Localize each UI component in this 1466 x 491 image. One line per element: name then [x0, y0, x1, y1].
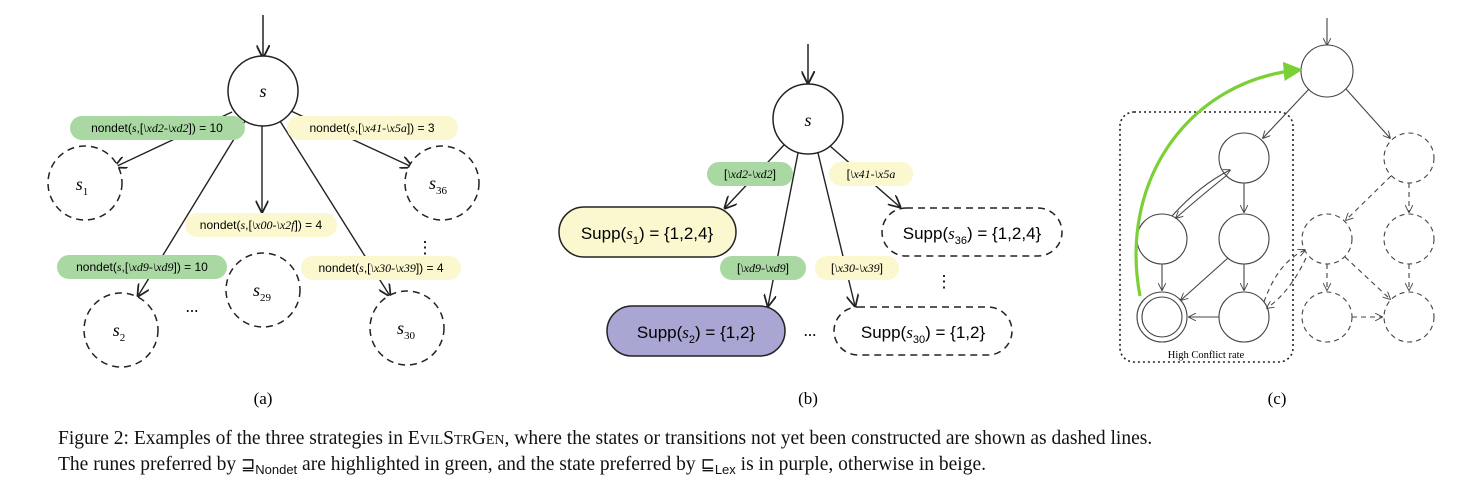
state-c-d2	[1301, 213, 1353, 265]
ellipsis-a-v: ⋮	[417, 238, 434, 257]
state-a-s30-label: s30	[397, 318, 416, 342]
transition-a-4: nondet(s,[\xd9-\xd9]) = 10	[76, 260, 208, 274]
state-a-s1	[47, 145, 123, 221]
edge-b-s30	[817, 152, 855, 306]
root-state-b	[772, 83, 844, 155]
edge-c-d1-d2	[1346, 175, 1392, 220]
root-state-a-label: s	[259, 81, 266, 101]
lex-order-symbol: ⊑	[700, 455, 715, 475]
state-c-d4	[1301, 291, 1353, 343]
supp-s2: Supp(s2) = {1,2}	[637, 323, 755, 346]
transition-a-2: nondet(s,[\x41-\x5a]) = 3	[309, 121, 434, 135]
state-a-s29-label: s29	[253, 280, 272, 304]
supp-s1-box	[558, 206, 737, 258]
state-c-2	[1136, 213, 1188, 265]
panel-a-label: (a)	[254, 389, 273, 408]
state-a-s2	[83, 292, 159, 368]
edge-label-b-1: [\xd2-\xd2]	[724, 167, 776, 181]
caption-line-1: Figure 2: Examples of the three strategi…	[58, 428, 1153, 449]
green-backjump-arrow	[1134, 61, 1303, 297]
transition-a-1-bg	[70, 116, 245, 140]
state-c-3	[1218, 213, 1270, 265]
edge-c-4-d2	[1263, 250, 1305, 303]
figure-caption: Figure 2: Examples of the three strategi…	[58, 426, 1458, 479]
edge-c-2-1	[1171, 170, 1230, 217]
state-c-d5	[1383, 291, 1435, 343]
panel-b: s [\xd2-\xd2] [\x41-\x5a [\xd9-\xd9] [\x…	[558, 44, 1063, 408]
state-c-accept	[1136, 291, 1188, 343]
edge-c-root-d1	[1345, 88, 1390, 138]
panel-c-label: (c)	[1268, 389, 1287, 408]
state-a-s2-label: s2	[113, 320, 126, 344]
transition-a-5-bg	[301, 256, 461, 280]
state-a-s30	[369, 290, 445, 366]
transition-a-1: nondet(s,[\xd2-\xd2]) = 10	[91, 121, 223, 135]
ellipsis-b-h: ...	[804, 321, 817, 340]
panel-c: High Conflict rate	[1119, 18, 1435, 408]
transition-a-4-bg	[57, 255, 227, 279]
panel-a: s s1 s36 s29 s2 s30 nondet(s,[\xd2-\xd2]…	[47, 15, 480, 408]
state-a-s29	[225, 252, 301, 328]
transition-a-5: nondet(s,[\x30-\x39]) = 4	[318, 261, 443, 275]
edge-label-b-2-bg	[829, 162, 913, 186]
transition-a-3: nondet(s,[\x00-\x2f]) = 4	[200, 218, 323, 232]
edge-label-b-2: [\x41-\x5a	[847, 167, 896, 181]
edge-c-d2-d5	[1344, 256, 1390, 299]
ellipsis-b-v: ⋮	[936, 272, 953, 291]
edge-c-root-1	[1263, 88, 1310, 138]
transition-a-2-bg	[287, 116, 458, 140]
root-state-a	[227, 55, 299, 127]
state-c-d1	[1383, 132, 1435, 184]
supp-s36: Supp(s36) = {1,2,4}	[903, 224, 1042, 247]
tool-name: EvilStrGen	[407, 428, 505, 449]
supp-s2-box	[606, 305, 786, 357]
state-a-s1-label: s1	[76, 174, 89, 198]
state-c-d3	[1383, 213, 1435, 265]
state-c-accept-inner	[1141, 296, 1183, 338]
edge-label-b-1-bg	[707, 162, 793, 186]
edge-label-b-3-bg	[720, 256, 806, 280]
ellipsis-a-h: ...	[186, 297, 199, 316]
panel-b-label: (b)	[798, 389, 818, 408]
state-c-1	[1218, 132, 1270, 184]
state-a-s36	[404, 145, 480, 221]
state-a-s36-label: s36	[429, 173, 448, 197]
root-state-b-label: s	[804, 110, 811, 130]
supp-s1: Supp(s1) = {1,2,4}	[581, 224, 714, 247]
state-c-4	[1218, 291, 1270, 343]
caption-line-2: The runes preferred by ⊒Nondet are highl…	[58, 454, 986, 477]
nondet-order-symbol: ⊒	[241, 455, 256, 475]
edge-c-3-acc	[1181, 257, 1229, 300]
edge-c-d2-4	[1267, 257, 1307, 308]
edge-label-b-3: [\xd9-\xd9]	[737, 261, 789, 275]
figure-canvas: s s1 s36 s29 s2 s30 nondet(s,[\xd2-\xd2]…	[47, 15, 1435, 408]
supp-s30: Supp(s30) = {1,2}	[861, 323, 986, 346]
supp-s30-box	[833, 306, 1013, 356]
edge-label-b-4-bg	[815, 256, 899, 280]
supp-s36-box	[881, 207, 1063, 257]
transition-a-3-bg	[185, 213, 337, 237]
edge-c-1-2	[1176, 175, 1227, 218]
edge-b-s2	[768, 152, 799, 306]
high-conflict-label: High Conflict rate	[1168, 350, 1245, 361]
edge-label-b-4: [\x30-\x39]	[831, 261, 883, 275]
